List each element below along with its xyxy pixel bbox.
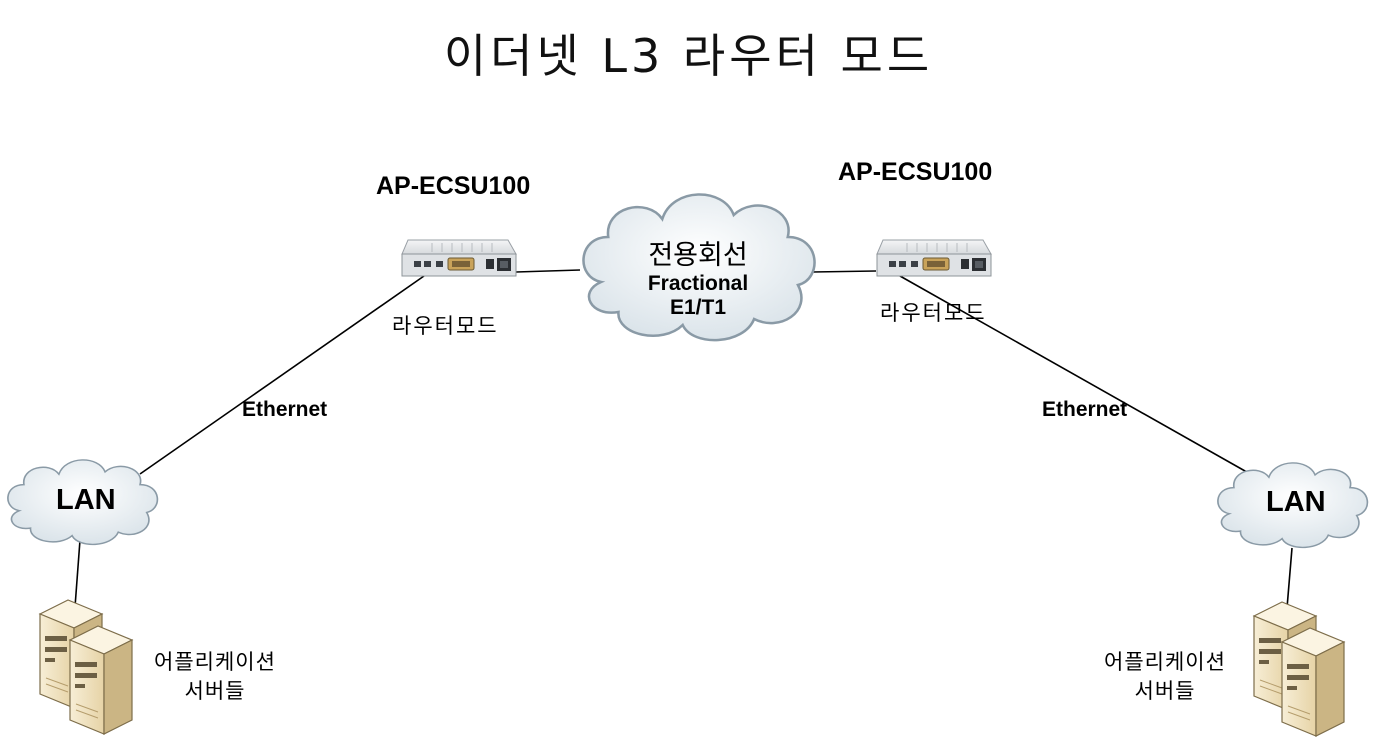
- router-mode-label-left: 라우터모드: [392, 314, 499, 338]
- wan-label-e1t1: E1/T1: [669, 296, 727, 319]
- router-device-icon-left: [401, 239, 517, 277]
- server-label-right: 어플리케이션 서버들: [1090, 648, 1240, 706]
- link-router1-wan: [515, 269, 581, 273]
- wan-cloud-label: 전용회선 Fractional E1/T1: [598, 233, 798, 320]
- router-device-icon-right: [876, 239, 992, 277]
- ethernet-label-right: Ethernet: [1042, 398, 1128, 421]
- lan-label-right: LAN: [1266, 486, 1326, 518]
- link-lan1-server1: [74, 539, 81, 608]
- diagram-title: 이더넷 L3 라우터 모드: [443, 29, 934, 83]
- wan-label-fractional: Fractional: [647, 272, 749, 295]
- ethernet-label-left: Ethernet: [242, 398, 328, 421]
- server-label-right-line2: 서버들: [1134, 679, 1196, 703]
- router-mode-label-right: 라우터모드: [880, 301, 987, 325]
- router-model-label-left: AP-ECSU100: [376, 172, 531, 200]
- wan-label-korean: 전용회선: [648, 240, 748, 271]
- server-label-left-line2: 서버들: [184, 679, 246, 703]
- link-router2-lan2: [899, 275, 1269, 485]
- link-lan2-server2: [1286, 547, 1293, 609]
- router-model-label-right: AP-ECSU100: [838, 158, 993, 186]
- server-tower-icon-left-front: [69, 625, 133, 735]
- server-label-left-line1: 어플리케이션: [154, 650, 276, 674]
- server-label-right-line1: 어플리케이션: [1104, 650, 1226, 674]
- link-router1-lan1: [139, 275, 425, 475]
- server-label-left: 어플리케이션 서버들: [140, 648, 290, 706]
- server-tower-icon-right-front: [1281, 627, 1345, 737]
- lan-label-left: LAN: [56, 484, 116, 516]
- link-wan-router2: [811, 270, 877, 273]
